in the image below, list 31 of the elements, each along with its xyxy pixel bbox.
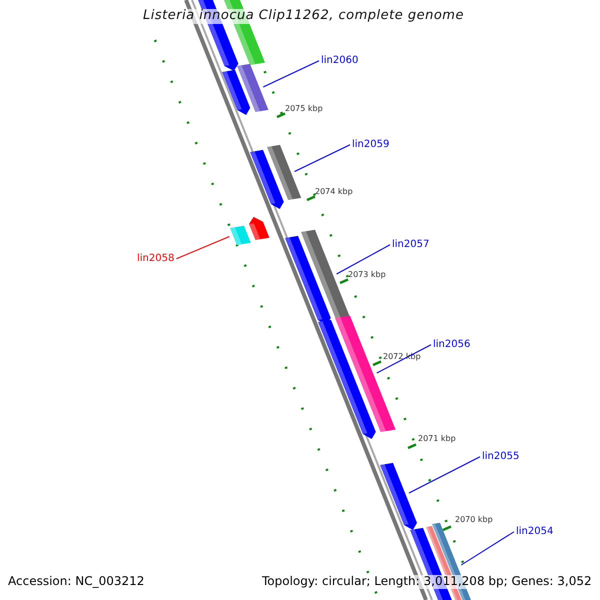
gene-bar: [318, 320, 376, 439]
gene-bar: [249, 216, 270, 240]
gene-bar: [380, 462, 417, 530]
scale-label: 2074 kbp: [315, 187, 353, 196]
gene-label: lin2059: [352, 139, 390, 150]
scale-label: 2072 kbp: [383, 352, 421, 362]
leader-line: [336, 244, 390, 274]
scale-label: 2075 kbp: [285, 104, 323, 114]
leader-line: [408, 456, 480, 494]
gene-bar: [237, 64, 268, 112]
gene-label: lin2060: [321, 55, 358, 66]
leader-line: [294, 144, 350, 172]
gene-bar: [250, 150, 284, 209]
info-text: Accession: NC_003212: [8, 575, 144, 589]
gene-label: lin2054: [516, 526, 554, 538]
gene-label: lin2055: [482, 451, 520, 462]
gene-bar: [230, 226, 251, 245]
gene-bar: [267, 144, 302, 200]
gene-label: lin2057: [392, 239, 430, 250]
gene-label: lin2058: [137, 253, 174, 264]
leader-line: [262, 60, 320, 88]
gene-bar: [222, 70, 250, 115]
info-text: Topology: circular; Length: 3,011,208 bp; Genes: 3,052: [262, 575, 592, 589]
gene-label: lin2056: [433, 339, 470, 350]
scale-label: 2071 kbp: [418, 434, 456, 444]
leader-line: [176, 236, 230, 260]
scale-label: 2073 kbp: [348, 270, 386, 280]
leader-line: [376, 344, 432, 374]
scale-label: 2070 kbp: [455, 515, 493, 524]
gene-bar: [301, 230, 350, 320]
leader-line: [460, 531, 514, 566]
